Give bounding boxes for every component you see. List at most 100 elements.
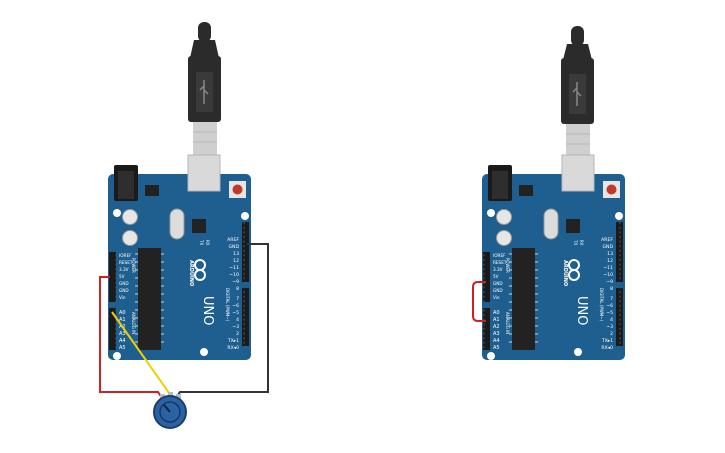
analog-pin-label: A3 — [119, 331, 126, 337]
analog-title: ANALOG IN — [131, 312, 136, 334]
analog-pin-label: A0 — [493, 310, 500, 316]
wire-a0-yellow[interactable] — [111, 311, 175, 401]
power-pin-label: IOREF — [119, 253, 132, 258]
analog-pin-label: A0 — [119, 310, 126, 316]
digital-header-bottom[interactable] — [242, 288, 249, 346]
analog-pin-label: A5 — [493, 345, 500, 351]
digital-pin-label: 7 — [236, 296, 239, 302]
analog-pin-label: A2 — [493, 324, 500, 330]
digital-pin-label: 4 — [236, 317, 239, 323]
digital-pin-label: 2 — [610, 331, 613, 337]
led-label: RX — [205, 240, 210, 246]
digital-pin-label: AREF — [227, 237, 239, 243]
digital-pin-label: GND — [602, 244, 613, 250]
analog-pin-label: A5 — [119, 345, 126, 351]
digital-pin-label: GND — [228, 244, 239, 250]
wire-5v-red[interactable] — [99, 276, 163, 399]
digital-pin-label: ~5 — [232, 310, 239, 316]
power-pin-label: GND — [119, 288, 129, 293]
digital-pin-label: ~5 — [606, 310, 613, 316]
digital-pin-label: ~11 — [603, 265, 613, 271]
power-pin-label: RESET — [119, 260, 133, 265]
digital-pin-label: 8 — [236, 286, 239, 292]
digital-header-top[interactable] — [242, 222, 249, 282]
digital-pin-label: ~9 — [606, 279, 613, 285]
reset-button[interactable] — [603, 181, 620, 198]
digital-pin-label: ~3 — [232, 324, 239, 330]
digital-pin-label: ~11 — [229, 265, 239, 271]
analog-pin-label: A4 — [493, 338, 500, 344]
digital-pin-label: 2 — [236, 331, 239, 337]
mount-hole — [574, 348, 582, 356]
usb-chip — [566, 219, 580, 233]
digital-pin-label: 12 — [233, 258, 239, 264]
capacitor — [122, 230, 138, 246]
voltage-regulator — [519, 185, 533, 196]
digital-pin-label: 7 — [610, 296, 613, 302]
digital-header-bottom[interactable] — [616, 288, 623, 346]
power-pin-label: GND — [493, 288, 503, 293]
wire-loop-red[interactable] — [472, 281, 486, 322]
analog-pin-label: A1 — [119, 317, 126, 323]
atmega-chip — [512, 248, 535, 350]
arduino-logo-icon — [194, 259, 206, 281]
mount-hole — [615, 212, 623, 220]
power-pin-label: Vin — [119, 295, 126, 300]
digital-pin-label: RX◂0 — [601, 345, 613, 351]
digital-pin-label: ~6 — [606, 303, 613, 309]
digital-pin-label: 13 — [607, 251, 613, 257]
digital-pin-label: ~10 — [229, 272, 239, 278]
analog-header[interactable] — [109, 308, 116, 350]
usb-cable-icon[interactable] — [188, 22, 221, 156]
mount-hole — [113, 352, 121, 360]
mount-hole — [487, 352, 495, 360]
digital-title: DIGITAL (PWM~) — [599, 288, 604, 322]
power-pin-label: RESET — [493, 260, 507, 265]
power-pin-label: 5V — [119, 274, 125, 279]
reset-button[interactable] — [229, 181, 246, 198]
mount-hole — [487, 209, 495, 217]
potentiometer-knob-icon[interactable] — [153, 392, 187, 429]
power-title: POWER — [131, 258, 136, 273]
usb-port — [187, 154, 221, 192]
power-pin-label: 3.3V — [493, 267, 503, 272]
atmega-chip — [138, 248, 161, 350]
digital-pin-label: 12 — [607, 258, 613, 264]
led-label: TX — [199, 239, 204, 245]
power-pin-label: IOREF — [493, 253, 506, 258]
power-pin-label: GND — [493, 281, 503, 286]
power-title: POWER — [505, 258, 510, 273]
mount-hole — [113, 209, 121, 217]
led-label: RX — [579, 240, 584, 246]
analog-header[interactable] — [483, 308, 490, 350]
arduino-logo-icon — [568, 259, 580, 281]
digital-pin-label: RX◂0 — [227, 345, 239, 351]
arduino-uno-board-1[interactable]: IOREF RESET 3.3V 5V GND GND Vin POWER A0… — [108, 22, 251, 360]
capacitor — [122, 209, 138, 225]
digital-pin-label: 4 — [610, 317, 613, 323]
digital-pin-label: AREF — [601, 237, 613, 243]
usb-cable-icon[interactable] — [561, 26, 594, 156]
led-label: TX — [573, 239, 578, 245]
usb-port — [561, 154, 595, 192]
brand-label: ARDUINO — [188, 260, 194, 286]
arduino-uno-board-2[interactable]: IOREF RESET 3.3V 5V GND GND Vin POWER A0… — [482, 26, 625, 360]
digital-header-top[interactable] — [616, 222, 623, 282]
power-header[interactable] — [109, 252, 116, 302]
digital-pin-label: 8 — [610, 286, 613, 292]
capacitor — [496, 230, 512, 246]
analog-pin-label: A1 — [493, 317, 500, 323]
mount-hole — [241, 212, 249, 220]
power-pin-label: GND — [119, 281, 129, 286]
analog-title: ANALOG IN — [505, 312, 510, 334]
power-pin-label: 5V — [493, 274, 499, 279]
model-label: UNO — [574, 296, 589, 325]
analog-pin-label: A4 — [119, 338, 126, 344]
digital-pin-label: 13 — [233, 251, 239, 257]
digital-pin-label: TX▸1 — [227, 338, 239, 344]
power-header[interactable] — [483, 252, 490, 302]
brand-label: ARDUINO — [562, 260, 568, 286]
capacitor — [496, 209, 512, 225]
model-label: UNO — [200, 296, 215, 325]
